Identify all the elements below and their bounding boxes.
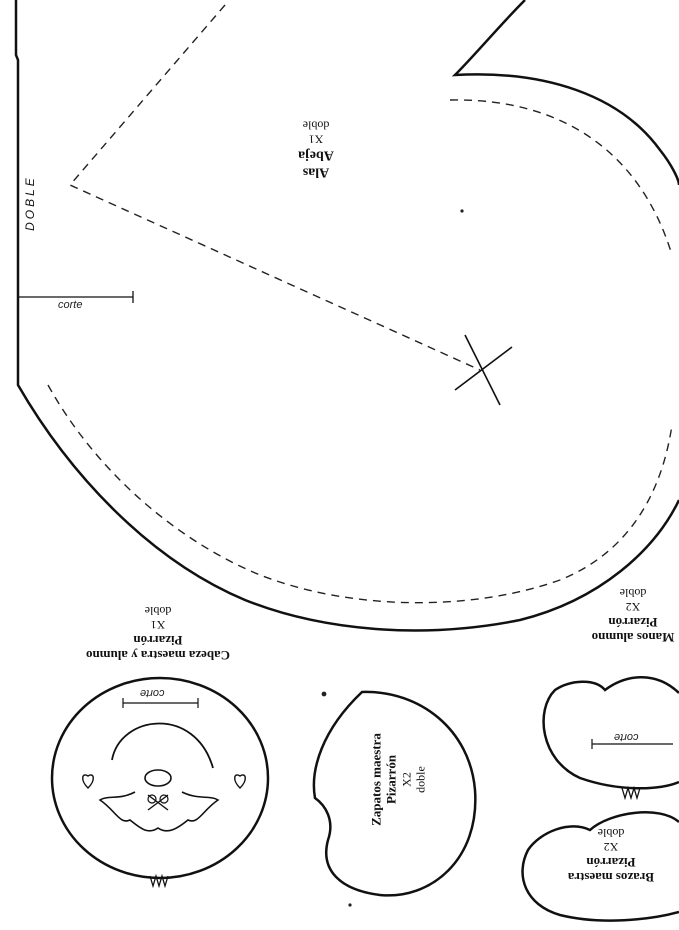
head-subtitle: Pizarrón — [133, 632, 183, 648]
hands-qty: X2 — [625, 600, 641, 615]
fold-edge-label: DOBLE — [22, 175, 37, 231]
corte-label: corte — [58, 299, 83, 311]
head-corte-label: corte — [140, 686, 165, 699]
arms-title: Brazos maestra — [567, 869, 655, 885]
register-dot — [348, 903, 352, 907]
shoes-qty: X2 — [399, 772, 414, 787]
wings-title: Alas — [302, 164, 330, 180]
arms-fold: doble — [597, 826, 625, 841]
shoes-fold: doble — [413, 766, 428, 793]
wings-subtitle: Abeja — [298, 147, 334, 163]
hands-piece-outline — [542, 676, 679, 790]
arms-piece-outline — [521, 811, 679, 922]
head-face-oval — [144, 769, 172, 787]
register-dot — [460, 209, 464, 213]
wings-fold: doble — [302, 118, 330, 133]
head-piece-outline — [50, 676, 270, 880]
shoes-subtitle: Pizarrón — [383, 754, 399, 805]
shoes-label-block: Zapatos maestra Pizarrón X2 doble — [369, 724, 428, 834]
wings-label-block: Alas Abeja X1 doble — [276, 118, 356, 179]
shoes-piece-outline — [312, 690, 477, 897]
shoes-title: Zapatos maestra — [368, 733, 384, 826]
arms-subtitle: Pizarrón — [586, 854, 636, 870]
hands-fold: doble — [619, 586, 647, 601]
head-bow — [147, 794, 169, 811]
wings-qty: X1 — [308, 132, 324, 147]
hands-title: Manos alumno — [591, 629, 675, 645]
head-notch-marks — [149, 873, 169, 889]
arms-qty: X2 — [603, 840, 619, 855]
head-qty: X1 — [150, 618, 166, 633]
hands-subtitle: Pizarrón — [608, 614, 658, 630]
wings-seam-bottom — [47, 384, 673, 604]
head-fold: doble — [144, 604, 172, 619]
hands-corte-label: corte — [614, 730, 639, 743]
head-collar — [98, 791, 220, 832]
head-label-block: Cabeza maestra y alumno Pizarrón X1 dobl… — [68, 604, 248, 663]
heart-icon — [234, 774, 246, 789]
heart-icon — [82, 774, 94, 789]
hands-label-block: Manos alumno Pizarrón X2 doble — [578, 586, 679, 645]
wings-piece-outline — [14, 0, 679, 632]
placement-cross-b — [454, 346, 513, 391]
wings-top-notch — [451, 0, 679, 186]
arms-label-block: Brazos maestra Pizarrón X2 doble — [556, 826, 666, 885]
wings-seam-right — [449, 99, 673, 256]
hands-notch-marks — [621, 785, 641, 801]
register-dot — [321, 691, 327, 697]
head-title: Cabeza maestra y alumno — [85, 647, 231, 663]
wings-seam-top — [68, 4, 481, 371]
head-hair-arc — [111, 722, 214, 769]
